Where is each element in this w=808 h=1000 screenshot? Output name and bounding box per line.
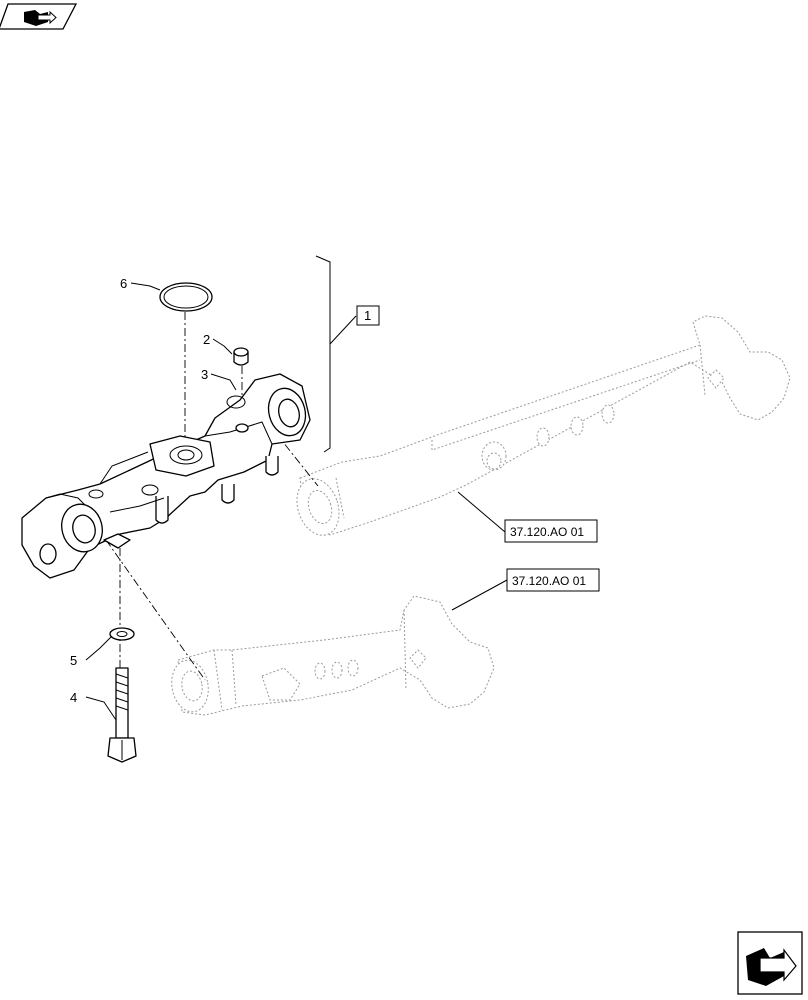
reference-lower[interactable]: 37.120.AO 01: [506, 568, 600, 592]
bolt: [107, 667, 137, 763]
reference-upper[interactable]: 37.120.AO 01: [504, 519, 598, 543]
lower-link-arm-ghost: [171, 595, 495, 716]
pin: [233, 347, 249, 366]
callout-6: 6: [120, 276, 127, 291]
upper-link-arm-ghost: [296, 315, 791, 536]
callout-1-box: 1: [356, 305, 380, 326]
next-page-arrow-icon[interactable]: [737, 931, 803, 995]
cross-beam: [21, 373, 311, 579]
reference-lower-label: 37.120.AO 01: [512, 574, 586, 588]
reference-upper-label: 37.120.AO 01: [510, 525, 584, 539]
callout-2: 2: [203, 332, 210, 347]
callout-5: 5: [70, 653, 77, 668]
group-bracket: [315, 255, 331, 453]
callout-1: 1: [364, 308, 371, 323]
washer: [109, 627, 135, 641]
callout-4: 4: [70, 690, 77, 705]
o-ring: [159, 282, 213, 312]
book-arrow-icon[interactable]: [0, 3, 78, 30]
leader-lines: [85, 282, 508, 721]
callout-3: 3: [201, 367, 208, 382]
